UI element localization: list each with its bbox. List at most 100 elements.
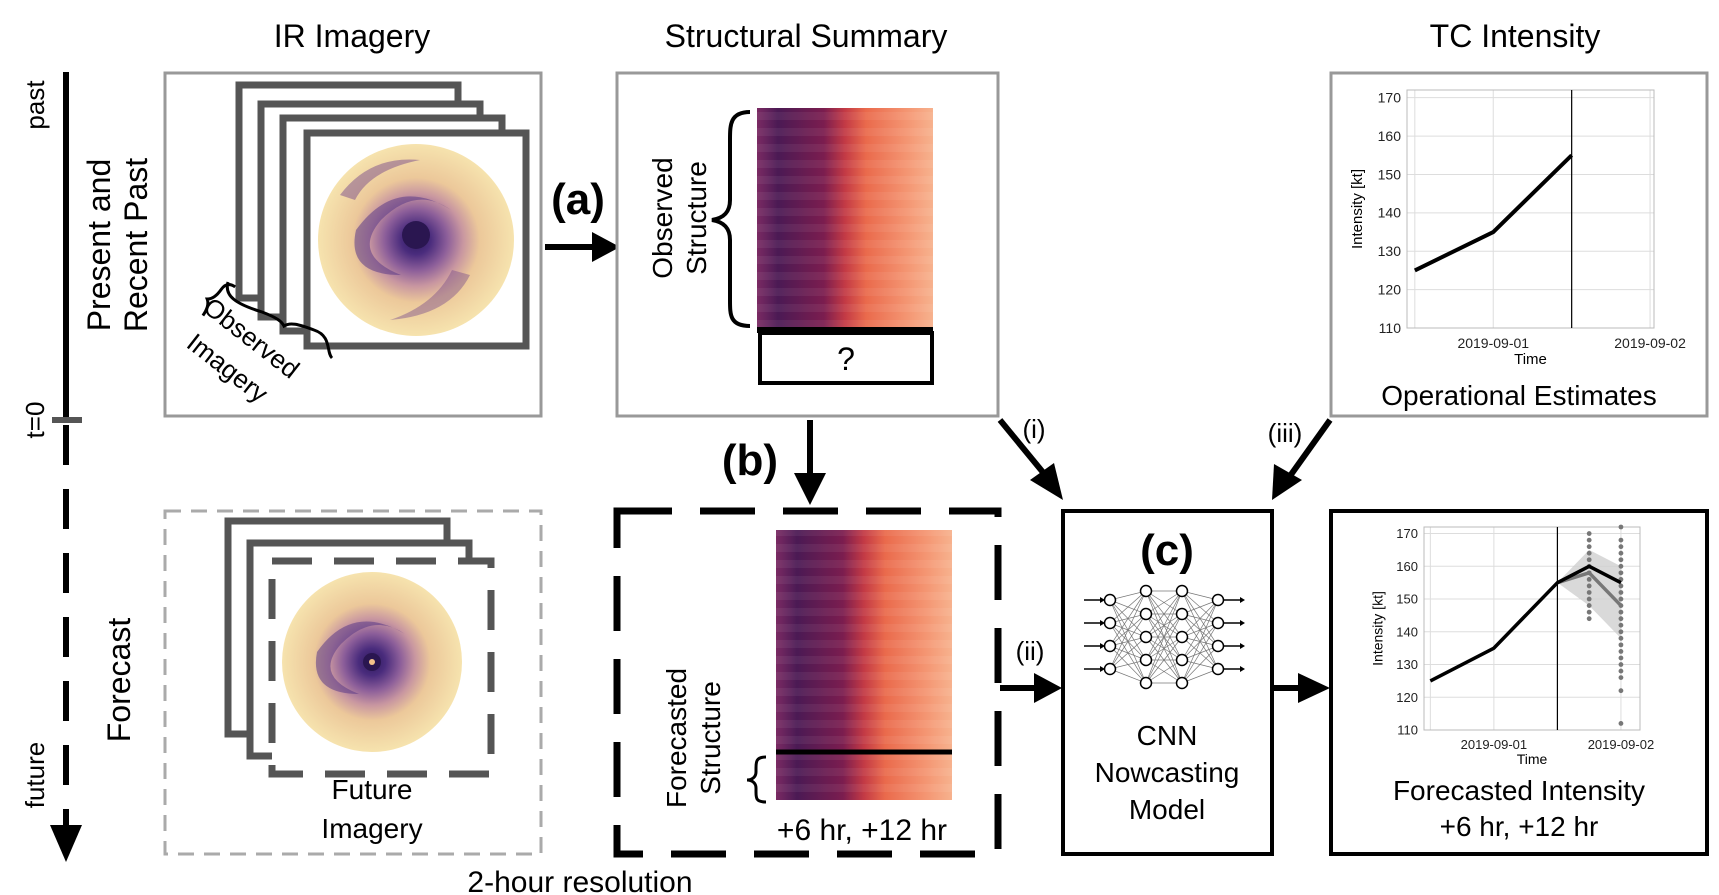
y-tick-label: 120 — [1396, 690, 1418, 705]
nn-connection — [1145, 636, 1183, 684]
nn-node — [1103, 593, 1117, 607]
ensemble-point — [1618, 622, 1624, 628]
step-label-a: (a) — [551, 175, 605, 224]
nn-connection — [1145, 613, 1183, 684]
ensemble-point — [1586, 550, 1592, 556]
nn-node — [1103, 639, 1117, 653]
series-line — [1413, 153, 1574, 273]
series-line — [1556, 571, 1623, 607]
ensemble-point — [1618, 537, 1624, 543]
ensemble-point — [1618, 721, 1624, 726]
y-tick-label: 150 — [1396, 592, 1418, 607]
forecasted-caption-line2: +6 hr, +12 hr — [1440, 811, 1599, 842]
arrow-label-iii: (iii) — [1268, 418, 1303, 448]
ensemble-point — [1618, 583, 1624, 589]
ensemble-point — [1618, 596, 1624, 602]
plot-frame — [1423, 526, 1641, 731]
ensemble-point — [1618, 616, 1624, 622]
timeline-future-label: future — [20, 742, 50, 809]
nn-node — [1175, 676, 1189, 690]
forecasted-intensity-chart: 110 120 130 140 150 160 170 2019-09-01 2019-09-0… — [1369, 524, 1655, 767]
ensemble-point — [1586, 583, 1592, 589]
x-tick-label: 2019-09-02 — [1614, 335, 1686, 351]
ensemble-point — [1618, 649, 1624, 654]
timeline-t0-label: t=0 — [20, 402, 50, 439]
row-label-present-line2: Recent Past — [118, 158, 154, 332]
nn-connection — [1145, 590, 1183, 638]
cnn-model-panel: (c) CNN Nowcasting Model — [1061, 509, 1274, 856]
nn-connection — [1109, 590, 1147, 624]
nn-connection — [1145, 659, 1183, 684]
plot-frame — [1406, 89, 1655, 329]
y-tick-label: 110 — [1397, 723, 1418, 738]
ensemble-point — [1586, 544, 1592, 550]
nn-connection — [1181, 599, 1219, 684]
ensemble-point — [1618, 609, 1624, 615]
y-tick-label: 140 — [1378, 205, 1402, 221]
nn-input-arrowhead — [1100, 643, 1105, 649]
ensemble-point — [1618, 675, 1624, 681]
ensemble-point — [1586, 603, 1592, 608]
y-tick-label: 170 — [1378, 90, 1402, 106]
x-tick-label: 2019-09-01 — [1461, 737, 1528, 752]
nn-connection — [1181, 668, 1219, 684]
ensemble-point — [1618, 635, 1624, 641]
y-tick-label: 130 — [1396, 657, 1418, 672]
nn-output-arrowhead — [1240, 597, 1245, 603]
nn-input-arrowhead — [1100, 620, 1105, 626]
nn-connection — [1109, 613, 1147, 670]
observed-imagery-panel: Observed Imagery — [163, 71, 543, 418]
nn-node — [1139, 630, 1153, 644]
y-tick-label: 120 — [1378, 282, 1402, 298]
nn-connection — [1109, 668, 1147, 684]
observed-structure-label-line1: Observed — [647, 157, 678, 278]
arrow-label-i: (i) — [1022, 414, 1045, 444]
nn-node — [1175, 607, 1189, 621]
nn-input-arrowhead — [1100, 597, 1105, 603]
forecasted-structure-label-line2: Structure — [695, 681, 726, 795]
nn-node — [1175, 653, 1189, 667]
nn-node — [1211, 639, 1225, 653]
future-imagery-panel: Future Imagery — [163, 509, 543, 856]
arrow-label-ii: (ii) — [1016, 636, 1045, 666]
nn-connection — [1181, 599, 1219, 638]
y-tick-label: 160 — [1396, 559, 1418, 574]
nn-connection — [1181, 622, 1219, 684]
y-tick-label: 130 — [1378, 243, 1402, 259]
y-tick-label: 110 — [1379, 320, 1402, 336]
nn-node — [1139, 607, 1153, 621]
nn-node — [1211, 593, 1225, 607]
future-imagery-label-line1: Future — [332, 774, 413, 805]
observed-structure-brace — [711, 110, 751, 328]
nn-connection — [1181, 599, 1219, 615]
nn-node — [1211, 662, 1225, 676]
nn-node — [1175, 584, 1189, 598]
nn-node — [1139, 653, 1153, 667]
ensemble-point — [1586, 609, 1592, 615]
forecasted-structure-brace — [746, 755, 767, 804]
y-tick-label: 170 — [1396, 526, 1418, 541]
timeline-past-label: past — [20, 80, 50, 130]
ensemble-point — [1586, 537, 1592, 543]
timeline: past t=0 future — [20, 72, 82, 862]
nn-output-arrowhead — [1240, 620, 1245, 626]
future-imagery-label-line2: Imagery — [321, 813, 422, 844]
nn-connection — [1145, 590, 1183, 684]
x-tick-label: 2019-09-02 — [1588, 737, 1655, 752]
ensemble-point — [1618, 557, 1624, 563]
nn-node — [1139, 584, 1153, 598]
header-tc-intensity: TC Intensity — [1430, 18, 1601, 54]
ensemble-point — [1618, 662, 1624, 667]
ensemble-point — [1618, 629, 1624, 635]
nn-connection — [1145, 590, 1183, 615]
nn-output-arrowhead — [1240, 666, 1245, 672]
nn-connection — [1109, 590, 1147, 670]
nn-connection — [1145, 590, 1183, 661]
nn-node — [1139, 676, 1153, 690]
ensemble-point — [1618, 642, 1624, 648]
forecasted-caption-line1: Forecasted Intensity — [1393, 775, 1645, 806]
observed-structure-panel: ? Observed Structure — [615, 71, 1000, 418]
y-tick-label: 140 — [1396, 624, 1418, 639]
